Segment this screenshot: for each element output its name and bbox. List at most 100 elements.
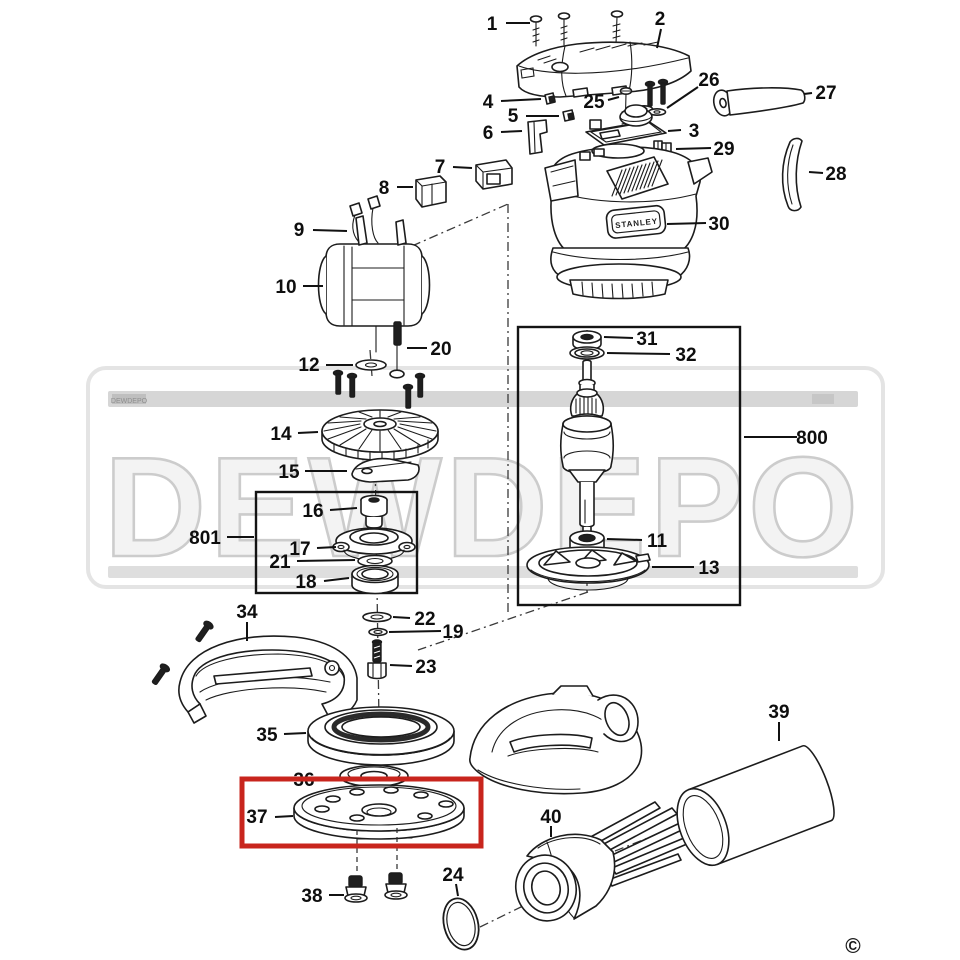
part-6-bracket (527, 119, 548, 155)
part-number-2: 2 (655, 9, 666, 30)
part-number-9: 9 (294, 220, 305, 241)
part-3-pcb-module (585, 104, 667, 146)
part-38-pad-screws (344, 872, 408, 903)
watermark-band-top (108, 391, 858, 407)
vent-hatch (611, 159, 663, 197)
part-number-16: 16 (302, 501, 323, 522)
watermark: DEWDEPO DEWDEPO (86, 366, 885, 589)
part-number-38: 38 (301, 886, 322, 907)
part-number-1: 1 (487, 14, 498, 35)
part-7-switch (475, 159, 513, 190)
watermark-band-mark-left (112, 394, 146, 404)
rear-arm (687, 157, 713, 185)
part-22-washer (362, 611, 392, 623)
part-39-dust-canister (676, 744, 835, 867)
part-8-slider (415, 175, 447, 208)
part-19-washer (368, 627, 388, 637)
part-number-34: 34 (236, 602, 258, 623)
part-number-25: 25 (583, 92, 605, 113)
part-37-sanding-pad (293, 784, 465, 840)
part-number-4: 4 (483, 92, 494, 113)
part-number-800: 800 (796, 428, 828, 449)
screw (195, 620, 214, 643)
part-number-29: 29 (713, 139, 734, 160)
part-17-bearing-housing (332, 527, 416, 561)
screw (529, 15, 543, 47)
part-number-27: 27 (815, 83, 836, 104)
part-number-18: 18 (295, 572, 316, 593)
screw (610, 10, 624, 45)
part-number-26: 26 (698, 70, 719, 91)
commutator-bars (575, 396, 597, 416)
screw (414, 372, 426, 398)
part-number-11: 11 (647, 531, 668, 552)
part-13-fan-baffle (526, 546, 651, 591)
part-1-screws (529, 10, 624, 47)
part-number-3: 3 (689, 121, 700, 142)
brand-badge: STANLEY (605, 204, 667, 239)
part-number-801: 801 (189, 528, 221, 549)
watermark-frame (86, 366, 885, 589)
base-ribs (581, 281, 654, 299)
brand-badge-text: STANLEY (615, 217, 658, 230)
part-12-washer (355, 359, 387, 371)
watermark-band-mark-right (812, 394, 834, 404)
watermark-band-bottom (108, 566, 858, 578)
part-number-19: 19 (442, 622, 463, 643)
copyright-symbol: © (845, 935, 861, 958)
part-27-handle-grip (712, 87, 806, 117)
part-number-5: 5 (508, 106, 519, 127)
part-34-shroud-half (151, 620, 358, 724)
part-number-32: 32 (675, 345, 696, 366)
fan-screws (332, 369, 426, 409)
part-9-brush-set (349, 195, 381, 245)
part-number-37: 37 (246, 807, 267, 828)
part-number-labels: 1 2 3 4 5 6 7 8 9 10 11 12 13 14 15 16 1… (189, 9, 846, 907)
part-40-canister-adapter (515, 801, 688, 922)
part-16-spindle (360, 494, 388, 529)
group-box-801 (254, 490, 419, 595)
part-30-motor-housing: STANLEY (544, 143, 713, 300)
screw (346, 372, 358, 398)
part-number-6: 6 (483, 123, 494, 144)
group-box-800 (516, 325, 742, 607)
dust-shroud (469, 685, 643, 795)
part-number-24: 24 (442, 865, 464, 886)
axis-diagonal-lower (417, 591, 589, 651)
part-number-28: 28 (825, 164, 846, 185)
leader-lines (227, 22, 824, 897)
watermark-text: DEWDEPO (104, 428, 862, 587)
part-14-fan (321, 409, 439, 461)
screw (332, 369, 344, 395)
tubes (584, 801, 688, 887)
part-18-bearing (351, 564, 399, 595)
part-36-disc (339, 764, 409, 788)
part-4-clip (544, 92, 556, 105)
part-number-20: 20 (430, 339, 451, 360)
part-20-screw (389, 321, 405, 379)
part-number-30: 30 (708, 214, 729, 235)
screw (384, 872, 408, 900)
part-28-tube (781, 137, 803, 212)
part-5-clip (562, 109, 575, 122)
part-24-o-ring (442, 897, 480, 951)
part-15-counterweight (351, 457, 420, 483)
screw (402, 383, 414, 409)
watermark-band-text: DEWDEPO (111, 398, 148, 405)
part-35-pad-brake-ring (307, 706, 455, 766)
part-number-35: 35 (256, 725, 278, 746)
part-number-10: 10 (275, 277, 296, 298)
part-number-8: 8 (379, 178, 390, 199)
highlight-box-part-37 (239, 776, 484, 849)
part-number-12: 12 (298, 355, 319, 376)
part-number-23: 23 (415, 657, 436, 678)
part-32-washer (569, 346, 605, 360)
part-number-15: 15 (278, 462, 300, 483)
screw (557, 12, 571, 46)
pad-holes (314, 786, 454, 822)
part-number-13: 13 (698, 558, 719, 579)
part-23-screw (367, 639, 387, 680)
part-10-field-stator (317, 215, 431, 353)
